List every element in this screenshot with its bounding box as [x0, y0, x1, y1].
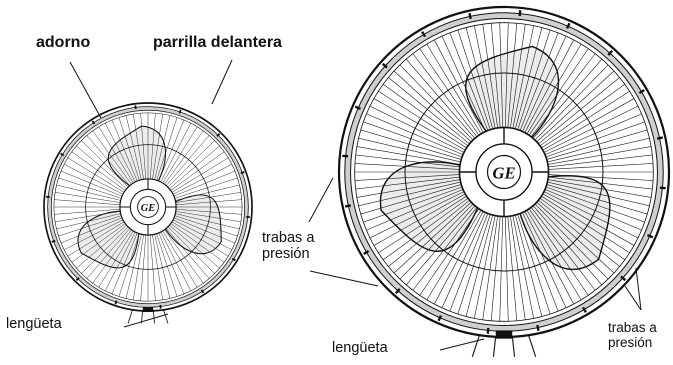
rim-clip: [52, 241, 55, 242]
rim-clip: [115, 301, 116, 304]
rim-clip: [342, 156, 348, 157]
label-lengueta-left: lengüeta: [6, 316, 62, 332]
rim-clip: [660, 188, 666, 189]
bottom-tab: [143, 307, 153, 312]
rim-clip: [520, 10, 521, 16]
ge-logo: GE: [141, 203, 156, 214]
label-adorno: adorno: [36, 34, 90, 52]
rim-clip: [241, 172, 244, 173]
ge-logo: GE: [493, 164, 516, 183]
leader-trabas-left-lower: [310, 271, 378, 286]
leader-trabas-left-upper: [309, 178, 333, 222]
small-fan-front-grille: GE: [44, 103, 252, 323]
bottom-tab: [496, 330, 513, 338]
rim-clip: [345, 205, 351, 206]
label-parrilla-delantera: parrilla delantera: [153, 34, 282, 52]
leader-parrilla: [212, 60, 232, 104]
leader-lengueta-right: [440, 339, 484, 350]
label-trabas-a-presion-left: trabas a presión: [262, 230, 314, 262]
leader-adorno: [70, 62, 101, 118]
rim-clip: [537, 325, 538, 331]
rim-clip: [179, 110, 180, 113]
label-lengueta-right: lengüeta: [332, 340, 388, 356]
rim-clip: [469, 13, 470, 19]
rim-clip: [488, 328, 489, 334]
label-trabas-a-presion-right: trabas a presión: [608, 320, 657, 350]
rim-clip: [657, 137, 663, 138]
large-fan-front-grille: GE: [339, 7, 669, 357]
